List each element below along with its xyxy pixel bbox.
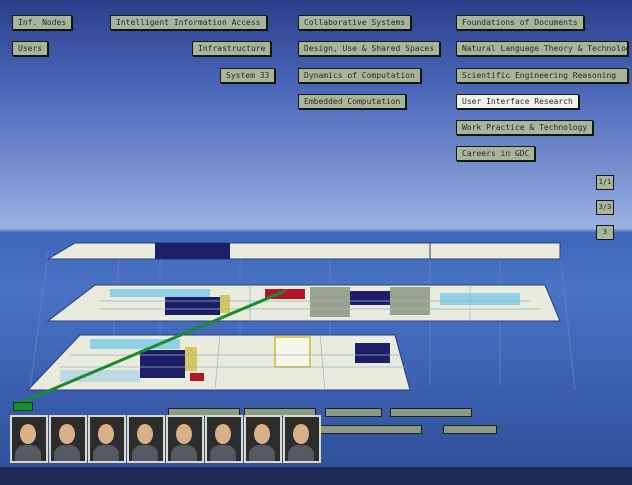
work-practice-technology-button[interactable]: Work Practice & Technology bbox=[456, 120, 594, 135]
person-photo-6[interactable] bbox=[205, 415, 243, 463]
design-use-shared-spaces-button[interactable]: Design, Use & Shared Spaces bbox=[298, 41, 441, 56]
person-location-link bbox=[19, 289, 286, 405]
inf-nodes-button[interactable]: Inf. Nodes bbox=[12, 15, 73, 30]
floor-middle[interactable] bbox=[46, 284, 561, 322]
system-33-button[interactable]: System 33 bbox=[220, 68, 276, 83]
careers-button[interactable]: Careers in GDC bbox=[456, 146, 536, 161]
people-strip bbox=[10, 413, 321, 463]
foundations-of-documents-button[interactable]: Foundations of Documents bbox=[456, 15, 584, 30]
natural-language-theory-button[interactable]: Natural Language Theory & Technology bbox=[456, 41, 628, 56]
name-tag-4[interactable] bbox=[390, 408, 472, 417]
bottom-bar bbox=[0, 467, 632, 485]
name-tag-6[interactable] bbox=[443, 425, 497, 434]
collaborative-systems-button[interactable]: Collaborative Systems bbox=[298, 15, 412, 30]
infrastructure-button[interactable]: Infrastructure bbox=[192, 41, 272, 56]
dynamics-of-computation-button[interactable]: Dynamics of Computation bbox=[298, 68, 421, 83]
person-photo-7[interactable] bbox=[244, 415, 282, 463]
selected-person-tag bbox=[13, 402, 33, 411]
floor-bottom[interactable] bbox=[26, 334, 411, 391]
person-photo-1[interactable] bbox=[10, 415, 48, 463]
user-interface-research-button[interactable]: User Interface Research bbox=[456, 94, 579, 109]
person-photo-3[interactable] bbox=[88, 415, 126, 463]
floor-top[interactable] bbox=[46, 242, 561, 260]
building-floors-3d[interactable] bbox=[0, 225, 632, 405]
scientific-engineering-reasoning-button[interactable]: Scientific Engineering Reasoning bbox=[456, 68, 628, 83]
name-tag-5[interactable] bbox=[320, 425, 422, 434]
person-photo-4[interactable] bbox=[127, 415, 165, 463]
page-level-button[interactable]: 3/3 bbox=[596, 200, 614, 215]
page-up-button[interactable]: 1/1 bbox=[596, 175, 614, 190]
name-tag-3[interactable] bbox=[325, 408, 382, 417]
name-tag-1[interactable] bbox=[168, 408, 240, 417]
person-photo-8[interactable] bbox=[283, 415, 321, 463]
person-photo-5[interactable] bbox=[166, 415, 204, 463]
embedded-computation-button[interactable]: Embedded Computation bbox=[298, 94, 407, 109]
person-photo-2[interactable] bbox=[49, 415, 87, 463]
users-button[interactable]: Users bbox=[12, 41, 49, 56]
page-down-button[interactable]: 3 bbox=[596, 225, 614, 240]
intelligent-information-access-button[interactable]: Intelligent Information Access bbox=[110, 15, 267, 30]
